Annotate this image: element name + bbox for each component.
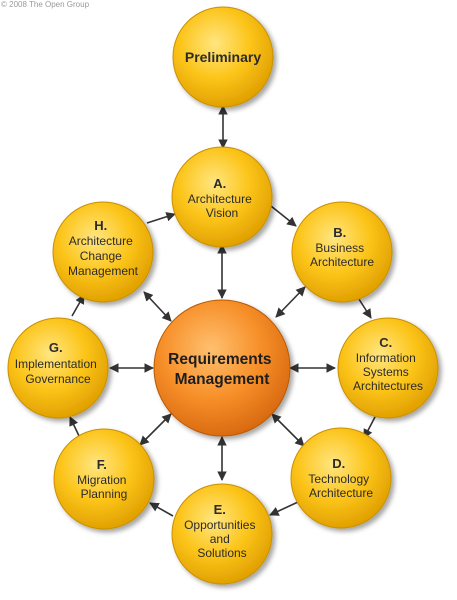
copyright-notice: © 2008 The Open Group (1, 0, 90, 9)
phase-c-label: C. Information Systems Architectures (353, 334, 423, 393)
arrow-center-h (143, 291, 172, 322)
phase-d[interactable]: D. Technology Architecture (290, 427, 392, 529)
arrow-h-a (146, 212, 176, 224)
phase-d-label: D. Technology Architecture (308, 455, 373, 500)
arrow-g-h (71, 294, 85, 317)
arrow-d-e (269, 501, 299, 516)
arrow-f-g (69, 416, 81, 439)
connector-arrows (69, 105, 376, 517)
arrow-center-b (275, 286, 306, 318)
phase-h-label: H. Architecture Change Management (68, 217, 139, 278)
phase-b[interactable]: B. Business Architecture (291, 201, 393, 303)
arrow-center-d (271, 413, 305, 447)
arrow-b-c (356, 295, 372, 319)
phase-g[interactable]: G. Implementation Governance (7, 317, 109, 419)
phase-g-label: G. Implementation Governance (15, 339, 102, 386)
phase-c[interactable]: C. Information Systems Architectures (337, 317, 439, 419)
phase-a-label: A. Architecture Vision (188, 175, 256, 220)
preliminary-label: Preliminary (185, 49, 261, 65)
phase-e-label: E. Opportunities and Solutions (184, 501, 260, 560)
arrow-a-b (270, 205, 297, 227)
phase-f-label: F. Migration Planning (77, 456, 131, 501)
phase-e[interactable]: E. Opportunities and Solutions (171, 483, 273, 585)
phase-a[interactable]: A. Architecture Vision (171, 146, 273, 248)
preliminary-phase[interactable]: Preliminary (172, 6, 274, 108)
phase-b-label: B. Business Architecture (310, 224, 374, 269)
phase-h[interactable]: H. Architecture Change Management (52, 201, 154, 303)
requirements-management-hub[interactable]: Requirements Management (153, 299, 291, 437)
arrow-center-f (139, 413, 172, 446)
arrow-e-f (149, 502, 174, 517)
phase-f[interactable]: F. Migration Planning (53, 428, 155, 530)
requirements-management-label: Requirements Management (168, 351, 276, 388)
